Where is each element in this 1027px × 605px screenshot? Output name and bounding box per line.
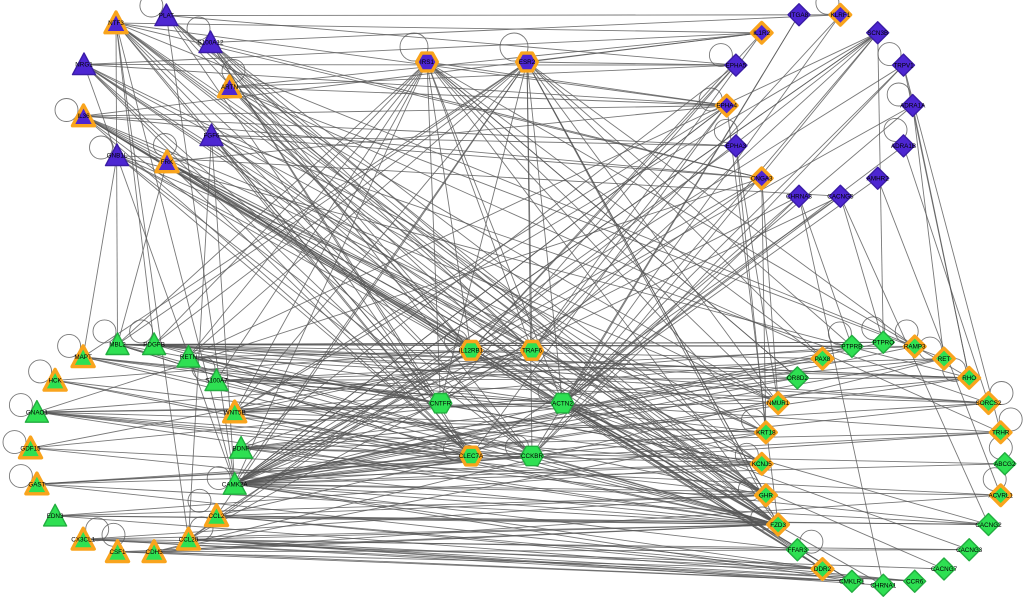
svg-text:RHO: RHO <box>962 375 976 382</box>
svg-text:EDN3: EDN3 <box>47 513 64 520</box>
svg-text:HCK: HCK <box>48 378 62 385</box>
svg-text:KCNJ5: KCNJ5 <box>752 461 772 468</box>
svg-text:CACNG3: CACNG3 <box>956 547 983 554</box>
svg-text:FRK: FRK <box>161 159 174 166</box>
svg-text:KLRF1: KLRF1 <box>831 12 851 19</box>
svg-text:FZD3: FZD3 <box>770 522 786 529</box>
svg-text:SCN3B: SCN3B <box>867 30 888 37</box>
svg-text:CLEC7A: CLEC7A <box>459 453 484 460</box>
svg-text:GAST: GAST <box>28 481 45 488</box>
svg-text:IL36: IL36 <box>77 113 90 120</box>
svg-text:ESR2: ESR2 <box>519 59 536 66</box>
svg-text:TRAF6: TRAF6 <box>522 348 542 355</box>
svg-text:CACNG2: CACNG2 <box>975 522 1002 529</box>
svg-text:SORCS2: SORCS2 <box>976 400 1002 407</box>
svg-text:GHR: GHR <box>759 492 773 499</box>
svg-text:RAMP3: RAMP3 <box>904 344 926 351</box>
svg-text:WNT5B: WNT5B <box>224 409 246 416</box>
svg-text:BDNF: BDNF <box>233 445 250 452</box>
svg-text:ABCG2: ABCG2 <box>994 461 1016 468</box>
svg-text:NTF3: NTF3 <box>108 20 124 27</box>
svg-text:CNTFR: CNTFR <box>430 400 452 407</box>
svg-text:ITGA8: ITGA8 <box>790 12 809 19</box>
svg-text:IRS1: IRS1 <box>420 59 434 66</box>
svg-text:ACVRL1: ACVRL1 <box>988 492 1013 499</box>
svg-text:KRT18: KRT18 <box>756 430 776 437</box>
svg-text:PTPRO: PTPRO <box>872 340 894 347</box>
svg-text:CSF1: CSF1 <box>109 549 126 556</box>
svg-text:TRHR: TRHR <box>992 430 1010 437</box>
svg-text:ADRA1A: ADRA1A <box>900 103 926 110</box>
svg-text:CCL20: CCL20 <box>179 537 199 544</box>
svg-text:CHRNA1: CHRNA1 <box>870 583 896 590</box>
svg-text:CDH5: CDH5 <box>146 549 164 556</box>
svg-text:MBL2: MBL2 <box>109 342 126 349</box>
svg-text:IL1R2: IL1R2 <box>753 30 770 37</box>
svg-text:GDF15: GDF15 <box>20 445 41 452</box>
svg-text:EPHA3: EPHA3 <box>726 143 747 150</box>
svg-text:CCL2: CCL2 <box>208 513 225 520</box>
svg-text:DDR2: DDR2 <box>814 566 832 573</box>
svg-text:CCR6: CCR6 <box>906 578 924 585</box>
svg-text:MAPT: MAPT <box>74 354 92 361</box>
svg-text:TRPV1: TRPV1 <box>893 62 914 69</box>
svg-text:NRG1: NRG1 <box>75 62 93 69</box>
svg-text:ACTN2: ACTN2 <box>552 400 573 407</box>
svg-text:EPHA5: EPHA5 <box>726 62 747 69</box>
svg-text:GNAO1: GNAO1 <box>26 409 49 416</box>
svg-text:PLAT: PLAT <box>159 13 174 20</box>
svg-text:CACNG5: CACNG5 <box>827 193 854 200</box>
svg-text:PAX8: PAX8 <box>815 356 831 363</box>
svg-text:CMKLR1: CMKLR1 <box>839 578 865 585</box>
svg-text:PDGFB: PDGFB <box>143 342 165 349</box>
svg-text:CACNG7: CACNG7 <box>931 566 958 573</box>
svg-text:IL12RB1: IL12RB1 <box>459 348 484 355</box>
svg-text:ADRA1B: ADRA1B <box>891 143 916 150</box>
svg-text:AMHR2: AMHR2 <box>867 175 890 182</box>
svg-text:ARTN: ARTN <box>221 84 238 91</box>
svg-text:RETN: RETN <box>180 354 198 361</box>
svg-text:CX3CL1: CX3CL1 <box>71 537 95 544</box>
svg-text:CCKBR: CCKBR <box>521 453 543 460</box>
svg-text:PTPRB: PTPRB <box>841 344 862 351</box>
svg-text:S100A12: S100A12 <box>198 40 224 47</box>
svg-text:S100A7: S100A7 <box>205 378 228 385</box>
svg-text:GNB1L: GNB1L <box>107 153 128 160</box>
svg-text:FGF6: FGF6 <box>203 133 220 140</box>
svg-text:FFAR3: FFAR3 <box>788 547 808 554</box>
svg-text:CAMK2A: CAMK2A <box>222 481 249 488</box>
svg-text:CHRNA3: CHRNA3 <box>786 193 812 200</box>
svg-text:NMUR1: NMUR1 <box>767 400 790 407</box>
svg-text:RET: RET <box>938 356 951 363</box>
svg-text:EPHA4: EPHA4 <box>716 103 737 110</box>
svg-text:CNGA3: CNGA3 <box>751 175 773 182</box>
svg-text:OR8D2: OR8D2 <box>787 375 808 382</box>
